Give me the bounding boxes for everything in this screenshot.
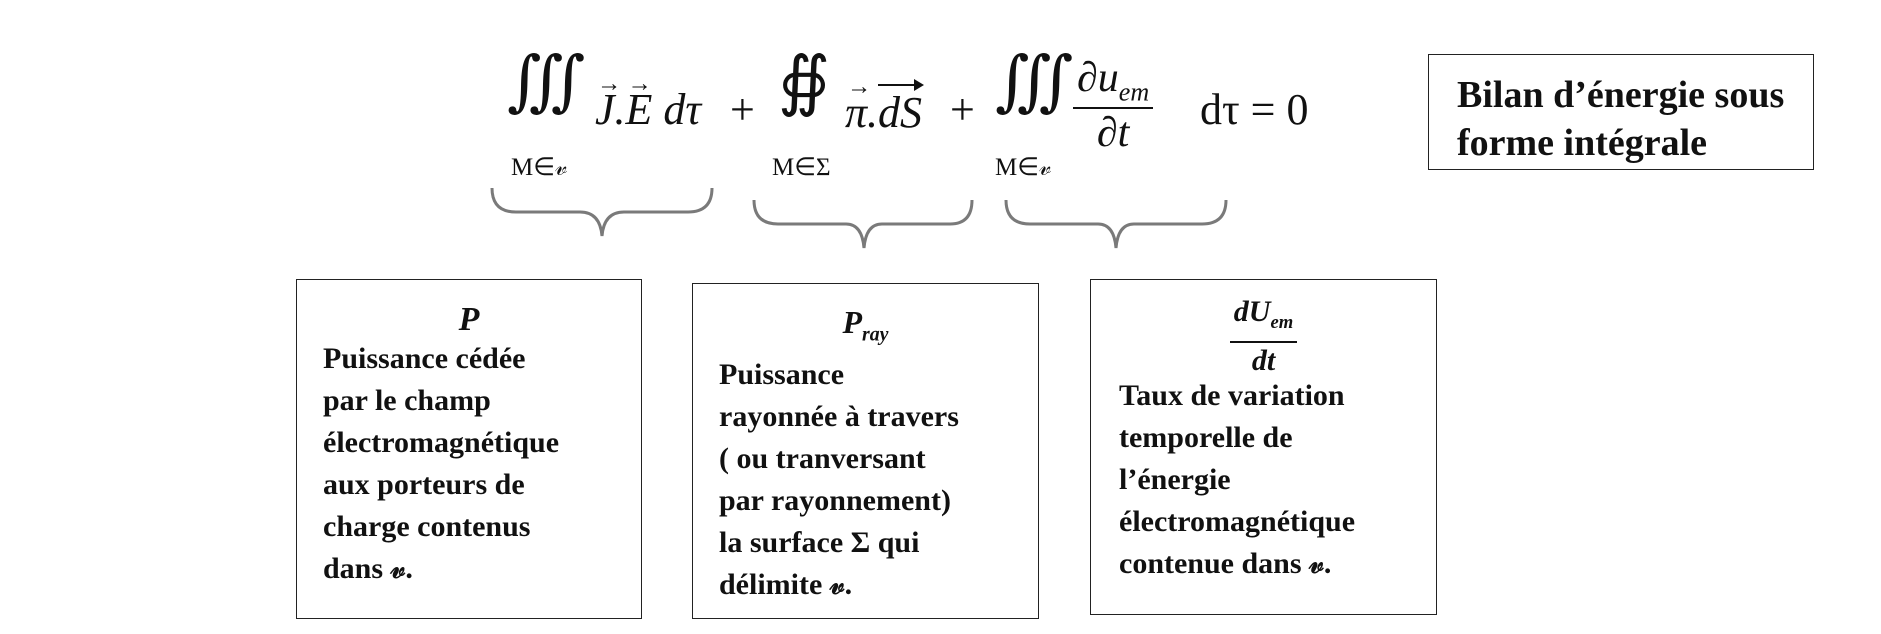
brace-1	[490, 187, 714, 237]
term3-domain: M∈𝓋	[995, 154, 1052, 181]
term3-numerator-sub: em	[1118, 77, 1150, 107]
box2-symbol: Pray	[693, 302, 1038, 354]
box2-text: Puissance rayonnée à travers ( ou tranve…	[719, 358, 959, 602]
term3-numerator: ∂u	[1077, 55, 1119, 101]
triple-integral-1: ∭	[507, 42, 586, 119]
box-energy-variation: dUem dt Taux de variation temporelle de …	[1090, 279, 1437, 615]
box1-symbol: P	[458, 301, 480, 338]
title-text: Bilan d’énergie sous forme intégrale	[1457, 74, 1785, 164]
box3-symbol-num-sub: em	[1270, 312, 1294, 333]
term3-tail: dτ = 0	[1200, 85, 1309, 134]
term3-fraction: ∂uem ∂t	[1073, 54, 1154, 158]
box2-symbol-sub: ray	[862, 323, 889, 346]
term1-integrand: J.E dτ	[595, 70, 701, 135]
plus-sign-2: +	[950, 85, 975, 134]
box-power-to-charges: P Puissance cédée par le champ électroma…	[296, 279, 642, 619]
term2-integrand: π.dS	[845, 73, 925, 138]
plus-sign-1: +	[730, 85, 755, 134]
box2-symbol-main: P	[842, 304, 863, 340]
box3-symbol-num: dU	[1233, 295, 1271, 328]
title-box: Bilan d’énergie sous forme intégrale	[1428, 54, 1814, 170]
term1-domain: M∈𝓋	[511, 154, 568, 181]
box3-symbol: dUem dt	[1091, 294, 1436, 379]
term2-domain: M∈Σ	[772, 154, 831, 181]
term3-denominator: ∂t	[1096, 110, 1130, 157]
box3-text: Taux de variation temporelle de l’énergi…	[1119, 379, 1356, 580]
brace-2	[752, 199, 974, 249]
triple-integral-2: ∭	[995, 42, 1074, 119]
box-radiated-power: Pray Puissance rayonnée à travers ( ou t…	[692, 283, 1039, 619]
closed-surface-integral: ∯	[778, 42, 831, 119]
box3-symbol-den: dt	[1251, 344, 1276, 377]
brace-3	[1004, 199, 1228, 249]
box1-text: Puissance cédée par le champ électromagn…	[323, 342, 560, 585]
energy-balance-equation: ∭ M∈𝓋 J.E dτ + ∯ M∈Σ π.dS + ∭ M∈𝓋 ∂uem ∂…	[495, 48, 1335, 188]
